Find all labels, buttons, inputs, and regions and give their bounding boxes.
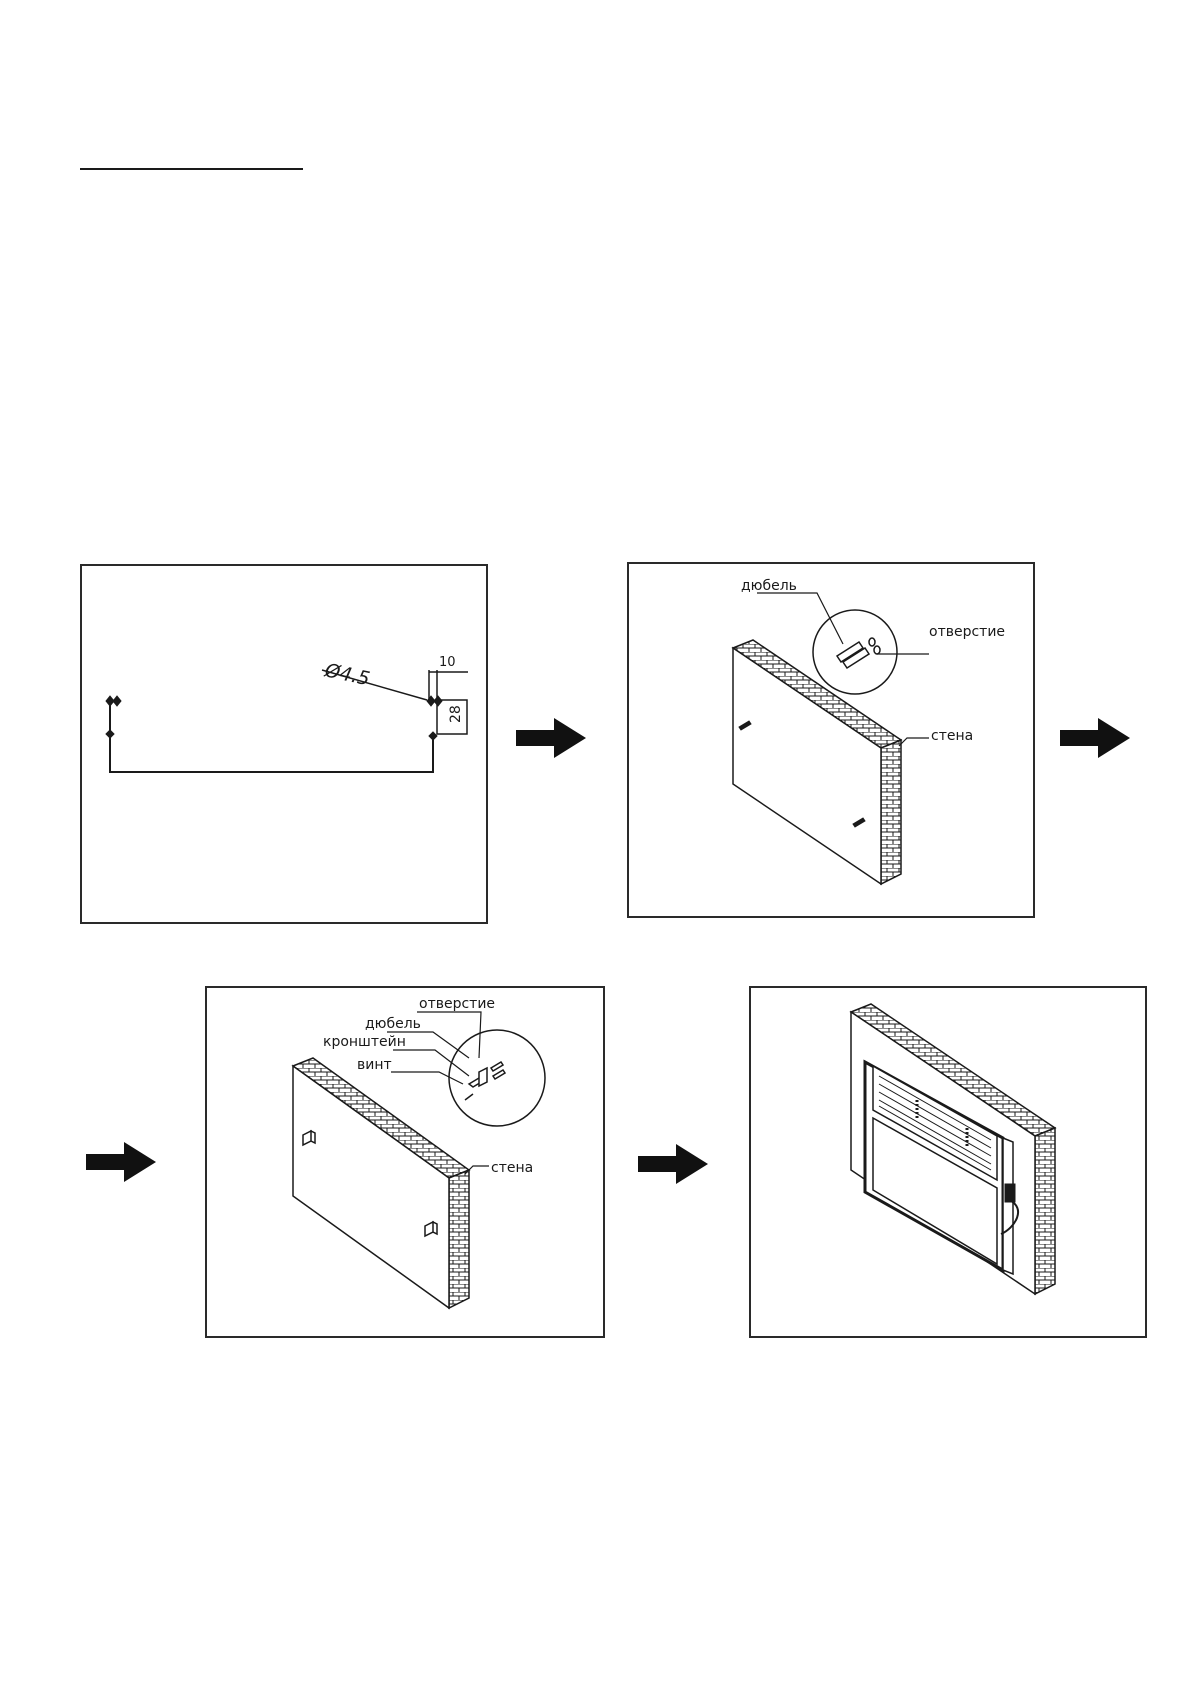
bracket-label: кронштейн bbox=[323, 1034, 406, 1050]
heater-icon bbox=[863, 1059, 1020, 1276]
screw-leader bbox=[391, 1071, 464, 1085]
dowel-label: дюбель bbox=[365, 1016, 421, 1032]
hole-label: отверстие bbox=[419, 996, 495, 1012]
right-arrow-icon bbox=[638, 1144, 708, 1184]
wall-face bbox=[292, 1064, 450, 1310]
bracket-icon bbox=[302, 1129, 438, 1238]
dowel-leader bbox=[757, 592, 844, 645]
wall-label: стена bbox=[491, 1160, 533, 1176]
step4-mounted-heater-diagram bbox=[749, 986, 1147, 1338]
right-arrow-icon bbox=[86, 1142, 156, 1182]
left-hole-marks bbox=[105, 695, 122, 771]
right-arrow-icon bbox=[516, 718, 586, 758]
wall-leader bbox=[464, 1165, 489, 1175]
dowel-icon bbox=[738, 720, 866, 828]
width-dimension: 10 bbox=[439, 655, 456, 670]
wall-leader bbox=[898, 737, 929, 747]
dowel-leader bbox=[387, 1031, 470, 1059]
wall-face bbox=[732, 646, 882, 886]
step3-bracket-diagram: отверстие дюбель кронштейн винт стена bbox=[205, 986, 605, 1338]
step1-drilling-diagram: Ø4.5 10 28 bbox=[80, 564, 488, 924]
bracket-detail-icon bbox=[464, 1060, 507, 1101]
height-dimension: 28 bbox=[448, 705, 464, 723]
dimension-box bbox=[321, 669, 468, 735]
right-arrow-icon bbox=[1060, 718, 1130, 758]
hole-leader bbox=[417, 1011, 482, 1059]
dowel-label: дюбель bbox=[741, 578, 797, 594]
hole-label: отверстие bbox=[929, 624, 1005, 640]
diameter-label: Ø4.5 bbox=[322, 659, 372, 690]
heading-underline bbox=[80, 168, 303, 170]
dowel-detail-icon bbox=[835, 637, 881, 670]
wall-label: стена bbox=[931, 728, 973, 744]
wall-side-edge bbox=[880, 738, 902, 886]
step2-dowel-diagram: дюбель отверстие стена bbox=[627, 562, 1035, 918]
bracket-leader bbox=[393, 1049, 470, 1077]
screw-label: винт bbox=[357, 1057, 392, 1073]
wall-side-edge bbox=[1034, 1126, 1056, 1296]
wall-side-edge bbox=[448, 1168, 470, 1310]
mounting-outline bbox=[109, 734, 434, 773]
